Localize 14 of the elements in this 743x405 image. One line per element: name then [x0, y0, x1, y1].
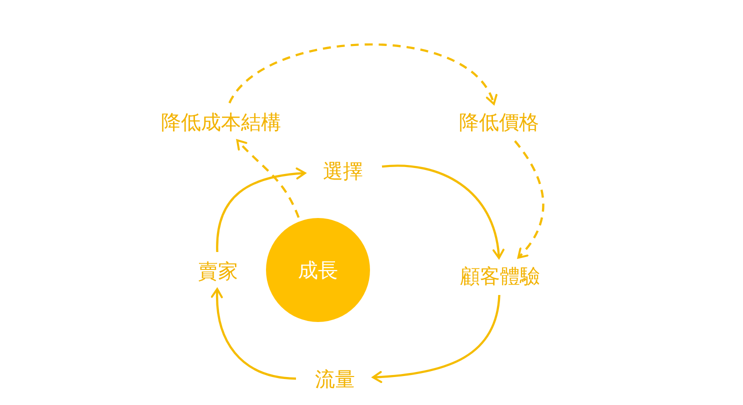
arrow — [382, 164, 504, 259]
arrow — [372, 294, 500, 383]
dashed-arrow — [228, 43, 496, 105]
node-label: 流量 — [300, 364, 370, 394]
arrow — [216, 168, 306, 252]
dashed-arrow — [236, 139, 300, 218]
node-label: 顧客體驗 — [446, 261, 554, 291]
dashed-arrow — [514, 140, 544, 259]
node-label: 選擇 — [308, 156, 378, 186]
arrow — [211, 288, 296, 380]
node-label: 降低成本結構 — [140, 107, 302, 137]
circle-node: 成長 — [266, 218, 370, 322]
node-label: 賣家 — [190, 256, 246, 286]
node-label: 降低價格 — [444, 107, 554, 137]
